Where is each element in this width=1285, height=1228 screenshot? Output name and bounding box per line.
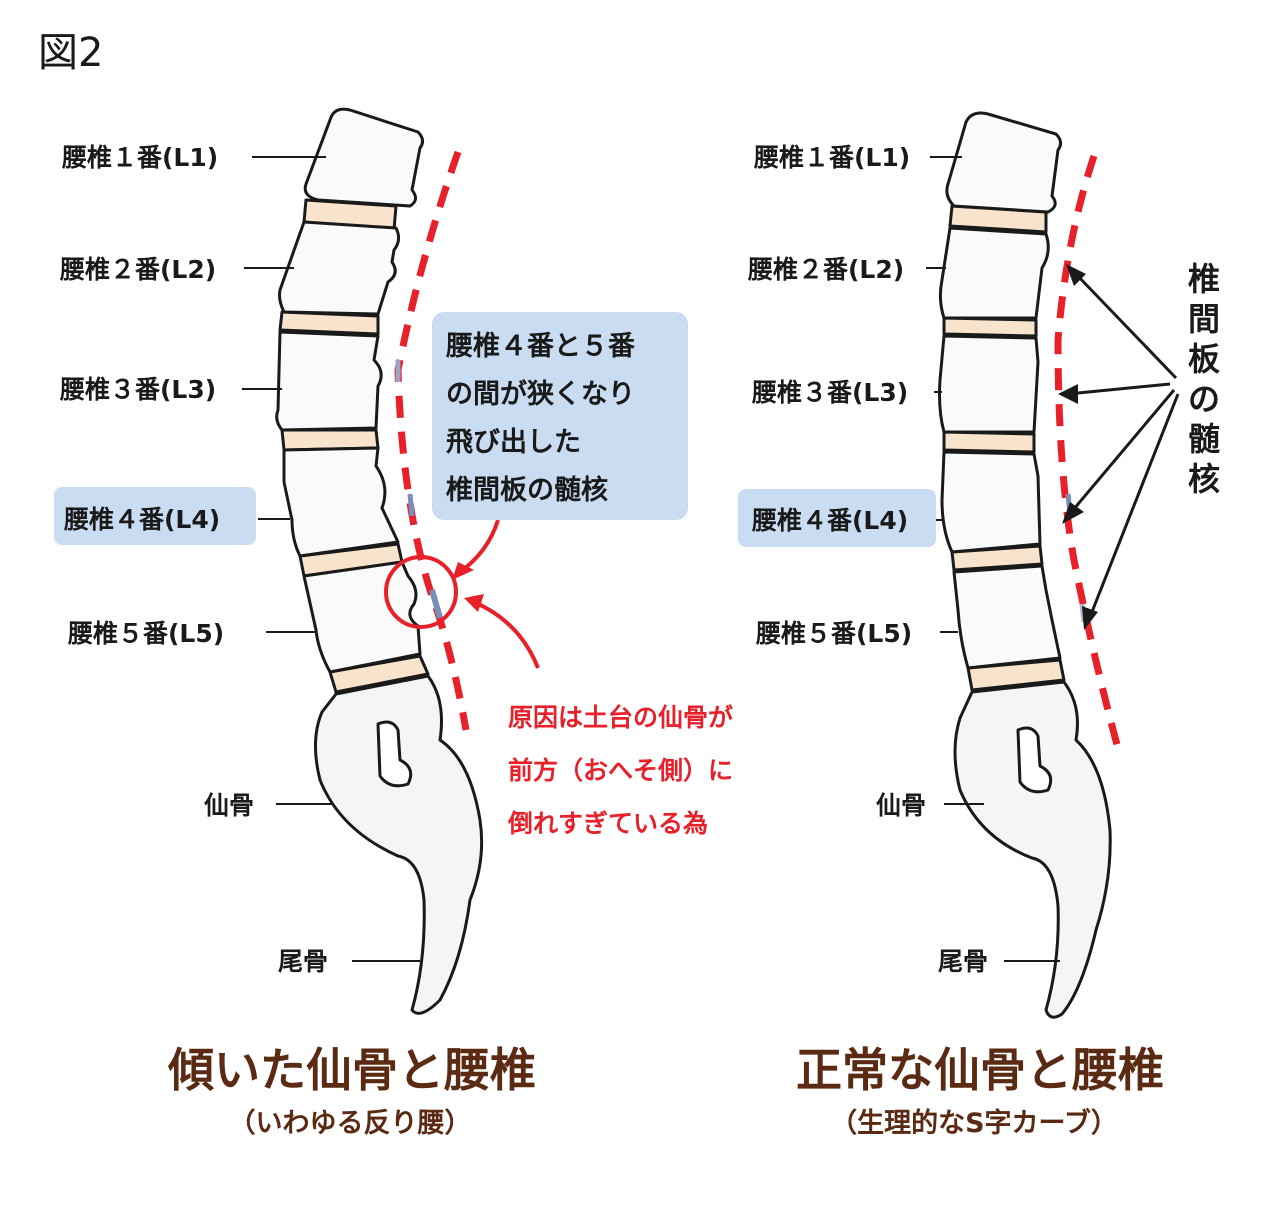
- right-pointer-arrows: [1068, 272, 1178, 622]
- left-nucleus-mark-3: [432, 590, 440, 618]
- left-label-l1: 腰椎１番(L1): [61, 143, 218, 172]
- callout-arrow-1: [460, 520, 498, 572]
- right-label-l5: 腰椎５番(L5): [755, 619, 912, 648]
- right-label-l1: 腰椎１番(L1): [753, 143, 910, 172]
- left-vertebra-l2: [280, 222, 399, 314]
- right-disc-l2-l3: [944, 318, 1036, 336]
- callout-line-4: 椎間板の髄核: [446, 474, 608, 506]
- right-vertebra-l1: [947, 113, 1061, 212]
- left-subtitle: （いわゆる反り腰）: [229, 1108, 472, 1139]
- left-label-coccyx: 尾骨: [278, 947, 328, 976]
- left-sacrum: [315, 676, 481, 1013]
- cause-line-2: 前方（おへそ側）に: [508, 756, 733, 785]
- right-canal-line: [1058, 156, 1120, 756]
- right-label-l2: 腰椎２番(L2): [747, 255, 904, 284]
- left-label-l5: 腰椎５番(L5): [67, 619, 224, 648]
- vertical-char-2: 間: [1188, 300, 1220, 338]
- callout-line-3: 飛び出した: [446, 427, 581, 458]
- vertical-char-3: 板: [1188, 340, 1220, 378]
- left-label-l2: 腰椎２番(L2): [59, 255, 216, 284]
- left-title: 傾いた仙骨と腰椎: [167, 1043, 536, 1097]
- right-disc-l3-l4: [944, 432, 1034, 452]
- cause-line-3: 倒れすぎている為: [507, 809, 708, 838]
- right-vertebra-l2: [940, 228, 1048, 318]
- cause-arrow: [474, 602, 538, 668]
- figure-label: 図2: [38, 30, 103, 76]
- right-spine: [940, 113, 1111, 1017]
- right-label-l4: 腰椎４番(L4): [751, 506, 908, 535]
- cause-arrowhead: [464, 594, 484, 612]
- left-vertebra-l3: [277, 332, 382, 430]
- vertical-char-6: 核: [1188, 460, 1220, 498]
- right-title: 正常な仙骨と腰椎: [796, 1043, 1164, 1097]
- right-label-coccyx: 尾骨: [938, 947, 988, 976]
- right-subtitle: （生理的なS字カーブ）: [830, 1107, 1118, 1139]
- vertical-char-1: 椎: [1188, 260, 1220, 298]
- left-label-l3: 腰椎３番(L3): [59, 375, 216, 404]
- right-vertebra-l3: [940, 336, 1039, 432]
- left-nucleus-mark-2: [410, 494, 412, 516]
- right-label-l3: 腰椎３番(L3): [751, 378, 908, 407]
- left-label-l4: 腰椎４番(L4): [63, 505, 220, 534]
- left-label-sacrum: 仙骨: [204, 791, 254, 820]
- vertical-char-5: 髄: [1188, 420, 1220, 458]
- right-vertebra-l5: [954, 566, 1060, 668]
- left-spine: [277, 109, 482, 1013]
- right-vertebra-l4: [942, 452, 1040, 552]
- callout-line-2: の間が狭くなり: [446, 378, 635, 410]
- cause-line-1: 原因は土台の仙骨が: [508, 703, 733, 732]
- left-vertebra-l4: [284, 448, 398, 556]
- vertical-char-4: の: [1188, 380, 1220, 418]
- left-vertebra-l5: [304, 562, 420, 672]
- left-disc-l2-l3: [280, 312, 378, 334]
- callout-line-1: 腰椎４番と５番: [445, 331, 636, 362]
- right-label-sacrum: 仙骨: [876, 791, 926, 820]
